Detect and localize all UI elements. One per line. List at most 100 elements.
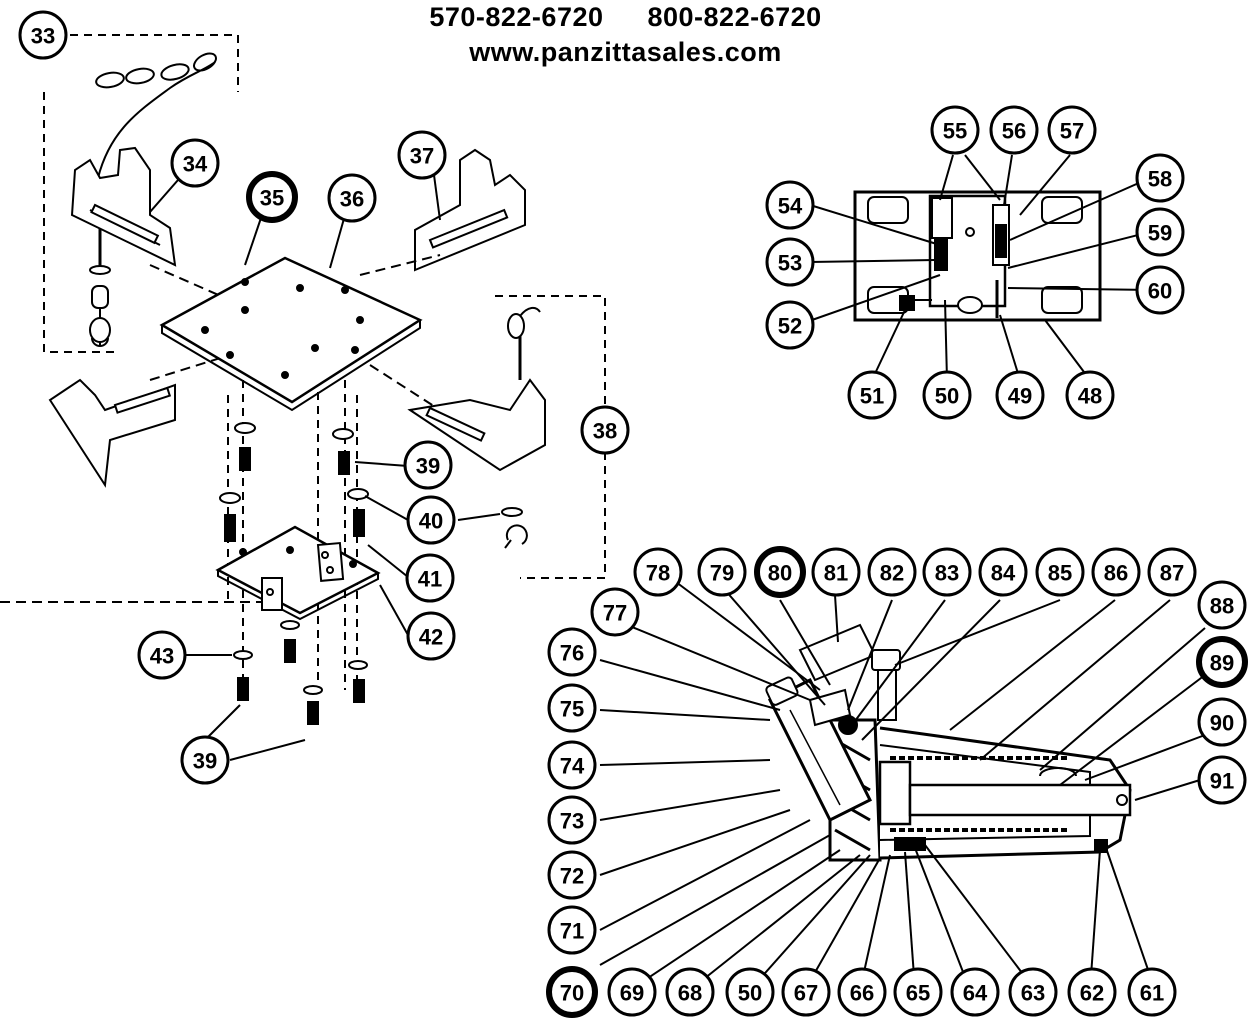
callout-circle [547,740,597,790]
callout-label: 67 [794,981,818,1006]
callout-label: 70 [560,981,584,1006]
callout-48: 48 [1065,370,1115,420]
callout-42: 42 [406,611,456,661]
callout-label: 84 [991,561,1016,586]
callout-label: 62 [1080,981,1104,1006]
callout-61: 61 [1127,967,1177,1017]
callout-circle [170,138,220,188]
callout-circle [1067,967,1117,1017]
callout-circle [922,547,972,597]
callout-label: 73 [560,809,584,834]
callout-56: 56 [989,105,1039,155]
callout-circle [327,173,377,223]
callout-71: 71 [547,905,597,955]
callout-label: 34 [183,152,208,177]
callout-circle [547,905,597,955]
callout-72: 72 [547,850,597,900]
callout-circle [547,683,597,733]
callout-63: 63 [1008,967,1058,1017]
platform-assembly-drawing [0,34,606,761]
callout-label: 76 [560,641,584,666]
phone-number-2: 800-822-6720 [647,2,822,32]
phone-numbers: 570-822-6720 800-822-6720 [0,2,1251,33]
callout-label: 40 [419,509,443,534]
callout-77: 77 [590,587,640,637]
callout-33: 33 [18,10,68,60]
callout-label: 89 [1210,651,1234,676]
callout-circle [893,967,943,1017]
callout-79: 79 [697,547,747,597]
callout-label: 85 [1048,561,1072,586]
callout-label: 69 [620,981,644,1006]
callout-circle [1196,636,1248,688]
callout-label: 79 [710,561,734,586]
callout-55: 55 [930,105,980,155]
callout-circle [697,547,747,597]
callout-circle [137,630,187,680]
callout-65: 65 [893,967,943,1017]
callout-label: 78 [646,561,670,586]
callout-54: 54 [765,180,815,230]
callout-circle [1035,547,1085,597]
callout-60: 60 [1135,265,1185,315]
callout-50: 50 [725,967,775,1017]
callout-36: 36 [327,173,377,223]
callout-49: 49 [995,370,1045,420]
callout-41: 41 [405,553,455,603]
callout-circle [1047,105,1097,155]
callout-circle [1127,967,1177,1017]
callout-label: 75 [560,697,584,722]
callout-circle [995,370,1045,420]
callout-70: 70 [546,966,598,1018]
callout-label: 57 [1060,119,1084,144]
callout-circle [922,370,972,420]
callout-58: 58 [1135,153,1185,203]
callout-circle [580,405,630,455]
callout-label: 53 [778,251,802,276]
callout-76: 76 [547,627,597,677]
callout-circle [1065,370,1115,420]
callout-label: 48 [1078,384,1102,409]
callout-circle [754,546,806,598]
callout-label: 49 [1008,384,1032,409]
callout-label: 64 [963,981,988,1006]
callout-circle [18,10,68,60]
callout-64: 64 [950,967,1000,1017]
callout-62: 62 [1067,967,1117,1017]
callout-circle [811,547,861,597]
callout-circle [1135,265,1185,315]
callout-circle [1147,547,1197,597]
callout-label: 58 [1148,167,1172,192]
callout-50: 50 [922,370,972,420]
callout-88: 88 [1197,580,1247,630]
callout-37: 37 [397,130,447,180]
callout-label: 80 [768,561,792,586]
phone-number-1: 570-822-6720 [429,2,604,32]
callout-68: 68 [665,967,715,1017]
website-url: www.panzittasales.com [469,37,782,67]
callout-label: 33 [31,24,55,49]
callout-label: 60 [1148,279,1172,304]
callout-35: 35 [246,171,298,223]
callout-circle [546,966,598,1018]
callout-circle [406,611,456,661]
callout-label: 43 [150,644,174,669]
callout-label: 88 [1210,594,1234,619]
callout-label: 50 [738,981,762,1006]
callout-label: 52 [778,314,802,339]
callout-label: 51 [860,384,884,409]
cylinder-section-drawing [599,569,1206,991]
callout-label: 39 [193,749,217,774]
callout-label: 83 [935,561,959,586]
callout-label: 91 [1210,769,1234,794]
callout-39: 39 [403,440,453,490]
callout-circle [765,237,815,287]
callout-34: 34 [170,138,220,188]
callout-80: 80 [754,546,806,598]
callout-circle [867,547,917,597]
callout-87: 87 [1147,547,1197,597]
callout-circle [978,547,1028,597]
callout-86: 86 [1091,547,1141,597]
